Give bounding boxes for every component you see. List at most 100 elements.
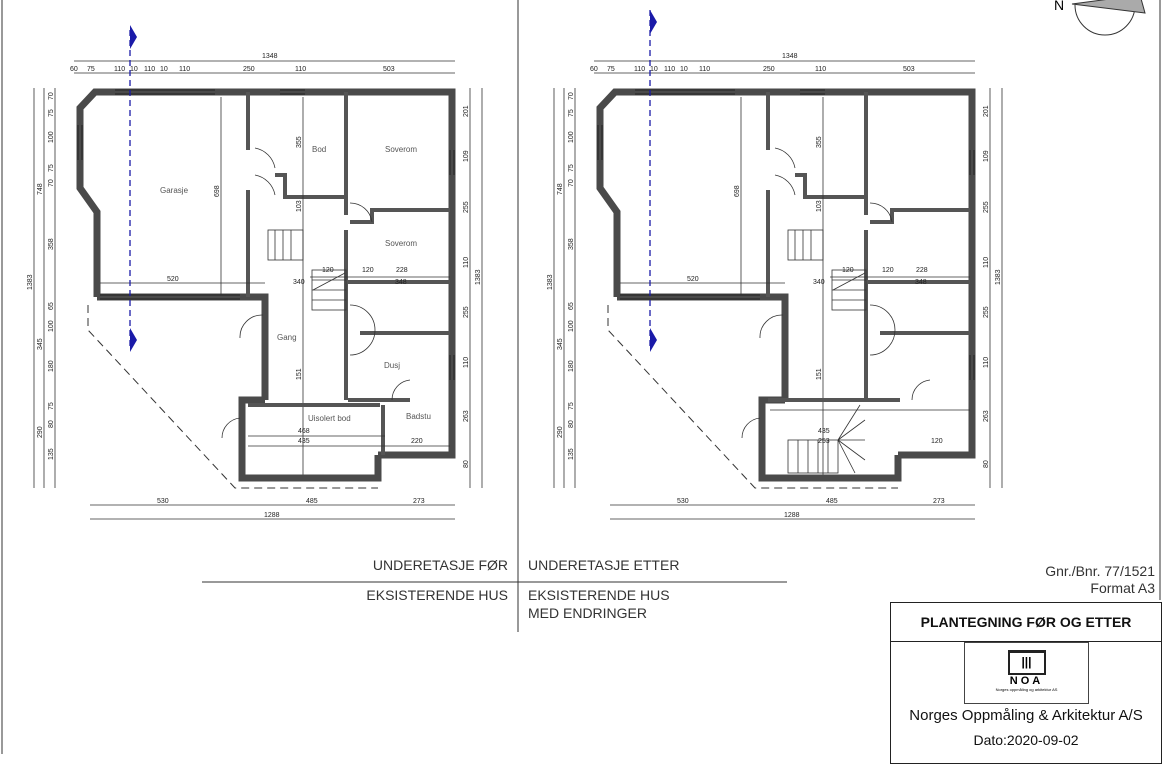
dimension-label: 109 bbox=[983, 150, 990, 162]
dimension-label: 103 bbox=[816, 200, 823, 212]
dimension-label: 10 bbox=[650, 66, 658, 73]
dimension-label: 255 bbox=[983, 201, 990, 213]
dimension-label: 250 bbox=[243, 66, 255, 73]
dimension-label: 748 bbox=[37, 183, 44, 195]
dimension-label: 503 bbox=[903, 66, 915, 73]
dimension-label: 75 bbox=[87, 66, 95, 73]
dimension-label: 60 bbox=[590, 66, 598, 73]
dimension-label: 290 bbox=[557, 426, 564, 438]
dimension-label: 1348 bbox=[262, 53, 278, 60]
format: Format A3 bbox=[1090, 580, 1155, 596]
north-label: N bbox=[1054, 0, 1064, 13]
dimension-label: 75 bbox=[48, 164, 55, 172]
dimension-label: 75 bbox=[607, 66, 615, 73]
dimension-label: 228 bbox=[916, 267, 928, 274]
dimension-label: 1383 bbox=[547, 274, 554, 290]
dimension-label: 1288 bbox=[264, 512, 280, 519]
dimension-label: 698 bbox=[734, 185, 741, 197]
room-label: Soverom bbox=[385, 145, 417, 154]
dimension-label: 485 bbox=[306, 498, 318, 505]
dimension-label: 151 bbox=[296, 368, 303, 380]
dimension-label: 70 bbox=[568, 92, 575, 100]
dimension-label: 120 bbox=[362, 267, 374, 274]
dimension-label: 348 bbox=[915, 279, 927, 286]
logo-pillar-icon: ||| bbox=[1007, 650, 1046, 675]
dimension-label: 110 bbox=[664, 66, 675, 73]
dimension-label: 110 bbox=[634, 66, 645, 73]
dimension-label: 80 bbox=[48, 420, 55, 428]
logo-subtext: Norges oppmåling og arkitektur AS bbox=[995, 687, 1058, 692]
dimension-label: 435 bbox=[818, 428, 830, 435]
dimension-label: 70 bbox=[48, 92, 55, 100]
dimension-label: 358 bbox=[48, 238, 55, 250]
dimension-label: 110 bbox=[144, 66, 155, 73]
dimension-label: 10 bbox=[160, 66, 168, 73]
dimension-label: 468 bbox=[298, 428, 310, 435]
north-arrow-icon: N bbox=[1054, 0, 1146, 36]
dimension-label: 80 bbox=[983, 460, 990, 468]
room-label: Soverom bbox=[385, 239, 417, 248]
dimension-label: 100 bbox=[48, 320, 55, 332]
dimension-label: 110 bbox=[815, 66, 826, 73]
dimension-label: 255 bbox=[463, 201, 470, 213]
dimension-label: 273 bbox=[413, 498, 425, 505]
dimension-label: 250 bbox=[763, 66, 775, 73]
dimension-label: 10 bbox=[130, 66, 138, 73]
dimension-label: 135 bbox=[568, 448, 575, 460]
plan-subtitle-after-2: MED ENDRINGER bbox=[528, 605, 648, 621]
dimension-label: 100 bbox=[568, 131, 575, 143]
plan-title-after: UNDERETASJE ETTER bbox=[528, 557, 680, 573]
room-label: Bod bbox=[312, 145, 326, 154]
dimension-label: 75 bbox=[568, 109, 575, 117]
dimension-label: 290 bbox=[37, 426, 44, 438]
drawing-title: PLANTEGNING FØR OG ETTER bbox=[891, 603, 1161, 642]
dimension-label: 358 bbox=[568, 238, 575, 250]
dimension-label: 10 bbox=[680, 66, 688, 73]
room-label: Badstu bbox=[406, 412, 431, 421]
title-block: PLANTEGNING FØR OG ETTER ||| NOA Norges … bbox=[890, 602, 1162, 764]
dimension-label: 355 bbox=[296, 136, 303, 148]
section-line bbox=[649, 10, 657, 352]
dimension-label: 100 bbox=[48, 131, 55, 143]
dimension-label: 201 bbox=[463, 105, 470, 117]
room-label: Dusj bbox=[384, 361, 400, 370]
dimension-label: 1383 bbox=[475, 269, 482, 285]
dimension-label: 75 bbox=[568, 164, 575, 172]
dimension-label: 340 bbox=[293, 279, 305, 286]
logo-text: NOA bbox=[1009, 675, 1044, 687]
plan-subtitle-before: EKSISTERENDE HUS bbox=[366, 587, 508, 603]
dimension-label: 435 bbox=[298, 438, 310, 445]
dimension-label: 109 bbox=[463, 150, 470, 162]
dimension-label: 345 bbox=[557, 338, 564, 350]
room-label: Uisolert bod bbox=[308, 414, 351, 423]
plan-title-before: UNDERETASJE FØR bbox=[372, 557, 508, 573]
dimension-label: 100 bbox=[568, 320, 575, 332]
dimension-label: 340 bbox=[813, 279, 825, 286]
dimension-label: 1288 bbox=[784, 512, 800, 519]
dimension-label: 65 bbox=[48, 302, 55, 310]
gnr-bnr: Gnr./Bnr. 77/1521 bbox=[1045, 563, 1155, 579]
dimension-label: 80 bbox=[463, 460, 470, 468]
dimension-label: 70 bbox=[568, 179, 575, 187]
dimension-label: 75 bbox=[568, 402, 575, 410]
dimension-label: 201 bbox=[983, 105, 990, 117]
dimension-label: 110 bbox=[699, 66, 710, 73]
room-label: Garasje bbox=[160, 186, 189, 195]
dimension-label: 1383 bbox=[27, 274, 34, 290]
drawing-date: Dato:2020-09-02 bbox=[973, 732, 1079, 748]
dimension-label: 75 bbox=[48, 402, 55, 410]
dimension-label: 255 bbox=[463, 306, 470, 318]
dimension-label: 120 bbox=[322, 267, 334, 274]
dimension-label: 110 bbox=[179, 66, 190, 73]
dimension-label: 520 bbox=[167, 276, 179, 283]
dimension-label: 355 bbox=[816, 136, 823, 148]
dimension-label: 485 bbox=[826, 498, 838, 505]
dimension-label: 120 bbox=[842, 267, 854, 274]
dimension-label: 110 bbox=[463, 357, 470, 368]
dimension-label: 151 bbox=[816, 368, 823, 380]
dimension-label: 110 bbox=[983, 257, 990, 268]
room-label: Gang bbox=[277, 333, 297, 342]
company-logo: ||| NOA Norges oppmåling og arkitektur A… bbox=[964, 642, 1089, 704]
